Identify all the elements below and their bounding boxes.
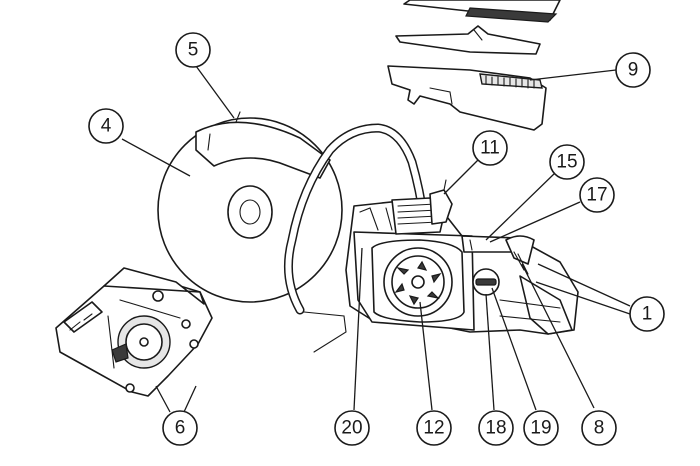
callout-4: 4 bbox=[88, 108, 124, 144]
filter-cover-stack bbox=[387, 0, 561, 131]
callout-17: 17 bbox=[579, 177, 615, 213]
callout-label-12: 12 bbox=[423, 418, 444, 439]
callout-12: 12 bbox=[416, 410, 452, 446]
leader-18 bbox=[485, 293, 495, 411]
callout-label-20: 20 bbox=[341, 418, 362, 439]
leader-11 bbox=[443, 159, 479, 195]
callout-label-15: 15 bbox=[556, 152, 577, 173]
leader-5 bbox=[195, 65, 235, 119]
throttle-trigger bbox=[505, 235, 535, 265]
leader-19 bbox=[491, 287, 537, 411]
callout-19: 19 bbox=[523, 410, 559, 446]
callout-11: 11 bbox=[472, 130, 508, 166]
callout-6: 6 bbox=[162, 410, 198, 446]
leader-4 bbox=[121, 138, 191, 177]
air-filter-housing bbox=[387, 65, 547, 131]
air-filter-element bbox=[479, 73, 543, 89]
callout-label-1: 1 bbox=[642, 304, 653, 325]
callout-9: 9 bbox=[615, 52, 651, 88]
leader-20 bbox=[353, 247, 363, 411]
leader-8 bbox=[521, 263, 595, 409]
leader-12 bbox=[419, 301, 433, 411]
leader-lines bbox=[121, 65, 631, 413]
callout-1: 1 bbox=[629, 296, 665, 332]
leader-17 bbox=[489, 201, 581, 243]
callout-label-5: 5 bbox=[188, 40, 199, 61]
belt-guard-assembly bbox=[55, 267, 213, 397]
callout-15: 15 bbox=[549, 144, 585, 180]
callout-label-19: 19 bbox=[530, 418, 551, 439]
callout-label-4: 4 bbox=[101, 116, 112, 137]
callout-8: 8 bbox=[581, 410, 617, 446]
callout-label-17: 17 bbox=[586, 185, 607, 206]
leader-15 bbox=[485, 171, 557, 241]
leader-9 bbox=[529, 69, 617, 81]
starter-cover bbox=[371, 239, 465, 323]
callout-20: 20 bbox=[334, 410, 370, 446]
callout-label-6: 6 bbox=[175, 418, 186, 439]
ignition-parts bbox=[429, 179, 453, 225]
callout-label-18: 18 bbox=[485, 418, 506, 439]
blade-guard bbox=[195, 111, 331, 179]
front-handle bbox=[283, 123, 429, 353]
callout-label-8: 8 bbox=[594, 418, 605, 439]
callout-label-11: 11 bbox=[480, 138, 500, 159]
callout-5: 5 bbox=[175, 32, 211, 68]
leader-6 bbox=[155, 385, 197, 413]
leader-1 bbox=[535, 263, 631, 315]
callout-18: 18 bbox=[478, 410, 514, 446]
callout-label-9: 9 bbox=[628, 60, 639, 81]
fuel-cap bbox=[472, 268, 500, 296]
